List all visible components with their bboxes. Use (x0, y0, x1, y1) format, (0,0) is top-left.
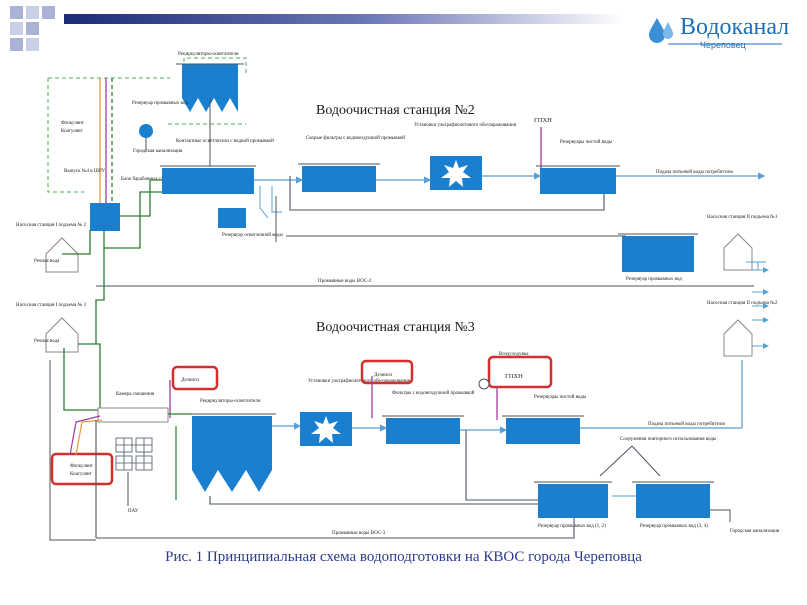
s2-contact-clarifiers (162, 168, 254, 194)
s3-air-blow-label: Воздуходувка (499, 352, 529, 357)
s3-flocculant-label: Флокулянт (70, 464, 94, 469)
s2-supply-label: Подача питьевой воды потребителю (656, 170, 733, 175)
s2-wash-tank2-label: Резервуар промывных вод (626, 277, 682, 282)
decor-square-3 (42, 6, 55, 19)
decor-square-4 (10, 22, 23, 35)
s2-uv-star-icon (441, 160, 471, 187)
s3-recirculators-label: Рециркуляторы-осветлители (200, 399, 261, 404)
s3-uv-star-icon (311, 416, 341, 443)
s2-gphn-label: ГПХН (534, 117, 552, 124)
s3-gphn-label: ГПХН (505, 373, 523, 380)
s2-recirculators-label: Рециркуляторы-осветлители (178, 52, 239, 57)
s3-wash-tank-34 (636, 484, 710, 518)
s2-wash-tank2 (622, 236, 694, 272)
s3-wash-tank-12 (538, 484, 608, 518)
s3-pau-label: ПАУ (128, 509, 139, 514)
s2-pump2-house (723, 233, 753, 271)
logo: Водоканал Череповец (649, 14, 789, 50)
s3-pump1-house (45, 317, 79, 353)
s2-outlet4-label: Выпуск №4 в ШРУ (64, 168, 106, 174)
s3-filters-label: Фильтры с водовоздушной промывкой (392, 391, 475, 396)
s3-mixer (97, 407, 169, 423)
s2-pump1-house (45, 237, 79, 273)
s2-clarified-tank (218, 208, 246, 228)
s3-dezinol1-frame (171, 365, 219, 391)
figure-caption: Рис. 1 Принципиальная схема водоподготов… (165, 549, 642, 565)
s2-clarified-tank-label: Резервуар осветленной воды (222, 233, 283, 238)
s3-wash12-label: Резервуар промывных вод (1, 2) (538, 524, 606, 529)
s2-coagulant-label: Коагулянт (61, 129, 84, 134)
s2-fast-filters (302, 166, 376, 192)
s2-clean-water-tank (540, 168, 616, 194)
s2-river-label: Речная вода (34, 259, 60, 264)
s3-filters (386, 418, 460, 444)
s3-pau-grid (115, 437, 153, 471)
s2-wash-tank (139, 124, 153, 138)
s2-drum-block-label: Блок барабанных сеток (121, 177, 171, 182)
s2-recirculator-tank (182, 64, 238, 98)
s3-pump2-label: Насосная станция II подъема №2 (707, 300, 778, 306)
logo-city: Череповец (700, 40, 746, 50)
decor-square-7 (26, 38, 39, 51)
s3-dezinol2-frame (360, 359, 414, 385)
s3-pump1-label: Насосная станция I подъема № 3 (16, 302, 87, 308)
decor-square-2 (26, 6, 39, 19)
s3-dezinol2-label: Дезинол (374, 373, 393, 378)
drop-icon (649, 18, 665, 43)
s3-coagulant-label: Коагулянт (70, 472, 93, 477)
s3-mixer-label: Камера смешения (116, 392, 155, 397)
decor-square-1 (10, 6, 23, 19)
s3-pump2-house (723, 319, 753, 357)
station2-title: Водоочистная станция №2 (316, 103, 475, 118)
s2-wash-tank-label: Резервуар промывных вод (132, 101, 188, 106)
s3-clean-water-tank (506, 418, 580, 444)
s2-drum-block (90, 203, 120, 231)
decor-square-6 (10, 38, 23, 51)
s3-recirculator-tank (192, 416, 272, 470)
s3-dezinol1-label: Дезинол (181, 378, 200, 383)
s2-contact-clarifiers-label: Контактные осветлители с водной промывко… (176, 139, 274, 144)
logo-name: Водоканал (680, 14, 789, 40)
s2-wash-line-label: Промывные воды ВОС-2 (318, 279, 372, 284)
s2-fast-filters-label: Скорые фильтры с водовоздушной промывкой (306, 136, 405, 141)
decor-square-5 (26, 22, 39, 35)
header-bar (64, 14, 624, 24)
s2-city-sewer-label: Городская канализация (133, 149, 183, 154)
s2-pump1-label: Насосная станция I подъема № 2 (16, 222, 87, 228)
s3-gphn-frame (487, 355, 553, 389)
s3-city-sewer-label: Городская канализация (730, 529, 780, 534)
s3-reuse-label: Сооружения повторного использования воды (620, 437, 717, 442)
s3-wash34-label: Резервуар промывных вод (3, 4) (640, 524, 708, 529)
s3-river-label: Речная вода (34, 339, 60, 344)
s3-floc-coag-frame (50, 452, 114, 486)
s3-wash-line-label: Промывные воды ВОС-3 (332, 531, 386, 536)
s3-uv-unit-label: Установки ультрафиолетового обеззаражива… (308, 379, 411, 384)
s3-supply-label: Подача питьевой воды потребителю (648, 422, 725, 427)
s3-air-blower-icon (478, 378, 490, 390)
s2-flocculant-label: Флокулянт (61, 121, 85, 126)
s3-clean-water-label: Резервуары чистой воды (534, 395, 587, 400)
station3-title: Водоочистная станция №3 (316, 320, 475, 335)
s2-uv-unit-label: Установки ультрафиолетового обеззаражива… (414, 123, 517, 128)
s2-pump2-label: Насосная станция II подъема №1 (707, 214, 778, 220)
s2-clean-water-label: Резервуары чистой воды (560, 140, 613, 145)
